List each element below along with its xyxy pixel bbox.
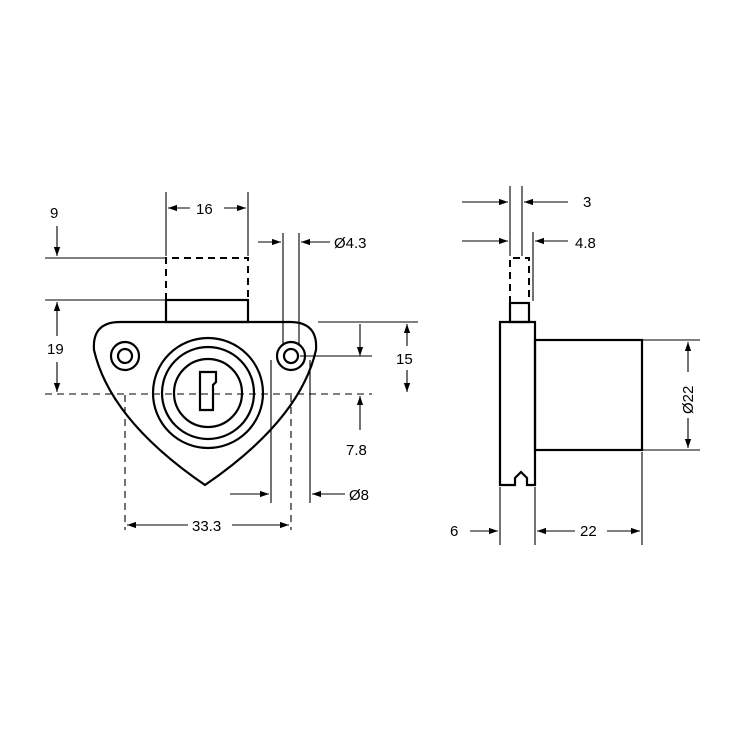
dim-22-label: 22	[580, 523, 597, 540]
dim-3-label: 3	[583, 194, 591, 211]
side-latch-bolt	[508, 301, 531, 324]
front-latch-bolt	[164, 298, 250, 324]
dim-33-3-label: 33.3	[192, 518, 221, 535]
keyway	[198, 370, 218, 412]
dim-boss-label: Ø8	[349, 487, 369, 504]
front-view: 9 16 Ø4.3 19 15 7.8 Ø8 33.3	[45, 192, 420, 535]
side-flange-plate	[498, 320, 537, 487]
cylinder-ring	[160, 345, 256, 441]
right-screw-hole	[282, 347, 300, 365]
cylinder-plug	[172, 357, 244, 429]
left-screw-boss	[109, 340, 141, 372]
cylinder-outer	[151, 336, 265, 450]
side-cylinder-body	[533, 338, 644, 452]
front-latch-bolt-extended	[165, 257, 249, 300]
dim-hole-label: Ø4.3	[334, 235, 367, 252]
front-flange-outline	[92, 320, 318, 487]
dim-19-label: 19	[47, 341, 64, 358]
dim-15-label: 15	[396, 351, 413, 368]
side-view: 3 4.8 Ø22 6 22	[450, 186, 700, 545]
side-latch-extended	[509, 257, 530, 303]
dim-4-8-label: 4.8	[575, 235, 596, 252]
dim-6-label: 6	[450, 523, 458, 540]
dim-9-label: 9	[50, 205, 58, 222]
dim-body-label: Ø22	[680, 386, 697, 414]
left-screw-hole	[116, 347, 134, 365]
dim-16-label: 16	[196, 201, 213, 218]
dim-7-8-label: 7.8	[346, 442, 367, 459]
